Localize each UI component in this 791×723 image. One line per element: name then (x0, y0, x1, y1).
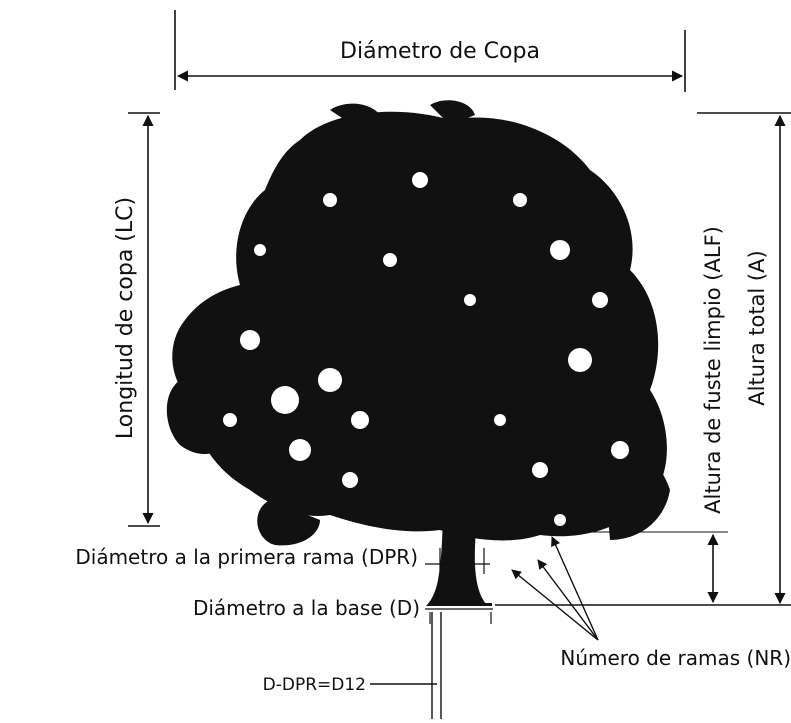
d-dpr-formula-label: D-DPR=D12 (263, 675, 366, 695)
branch-count-arrows (512, 537, 598, 640)
clear-bole-height-label: Altura de fuste limpio (ALF) (701, 226, 725, 514)
crown-diameter-label: Diámetro de Copa (340, 39, 540, 64)
crown-length-label: Longitud de copa (LC) (113, 197, 138, 439)
clear-bole-height-dimension (495, 532, 791, 605)
diameter-first-branch-label: Diámetro a la primera rama (DPR) (75, 545, 418, 569)
base-diameter-marker (425, 609, 493, 624)
number-of-branches-label: Número de ramas (NR) (560, 646, 791, 670)
d12-marker (370, 612, 441, 719)
total-height-label: Altura total (A) (745, 250, 769, 405)
diameter-base-label: Diámetro a la base (D) (193, 596, 420, 620)
